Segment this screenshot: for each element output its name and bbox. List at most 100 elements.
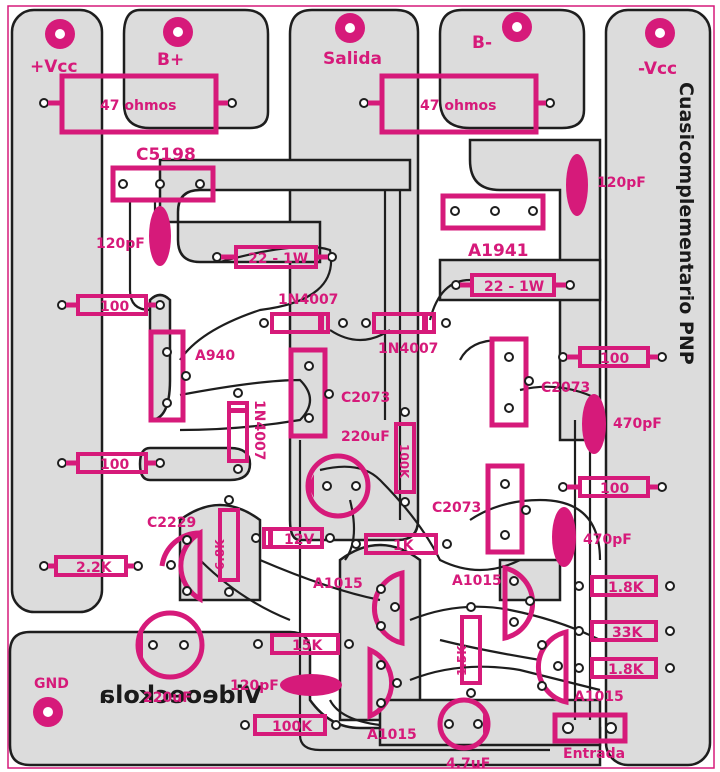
label-120pf-left: 120pF bbox=[96, 236, 145, 252]
terminal-gnd[interactable] bbox=[33, 697, 63, 727]
copper-vcc-rail bbox=[10, 8, 104, 614]
capacitor-120pf-right[interactable]: 120pF bbox=[566, 154, 646, 216]
label-entrada: Entrada bbox=[563, 746, 625, 762]
transistor-a940[interactable]: A940 bbox=[148, 329, 235, 423]
resistor-22-1w-right[interactable]: 22 - 1W bbox=[451, 273, 575, 297]
resistor-33k[interactable]: 33K bbox=[574, 620, 675, 642]
label-100k-vertical: 100K bbox=[397, 444, 411, 479]
label-100-bottom-left: 100 bbox=[100, 457, 129, 473]
label-a940: A940 bbox=[195, 348, 235, 364]
resistor-15k[interactable]: 15K bbox=[253, 633, 354, 655]
resistor-1-5k[interactable]: 1.5K bbox=[455, 602, 482, 698]
label-470pf-b: 470pF bbox=[583, 532, 632, 548]
transistor-c2073-c[interactable]: C2073 bbox=[432, 463, 531, 555]
label-33k: 33K bbox=[612, 625, 643, 641]
label-r47-right: 47 ohmos bbox=[420, 98, 496, 114]
diode-1n4007-b[interactable]: 1N4007 bbox=[361, 312, 451, 357]
label-c2229: C2229 bbox=[147, 515, 196, 531]
label-c5198: C5198 bbox=[136, 145, 196, 165]
board-title-mirrored: Cuasicomplementario PNP bbox=[675, 82, 697, 365]
label-100k-bottom: 100K bbox=[272, 719, 313, 735]
transistor-a1941[interactable]: A1941 bbox=[440, 193, 546, 261]
label-c2073-c: C2073 bbox=[432, 500, 481, 516]
label-1n4007-c: 1N4007 bbox=[251, 400, 267, 460]
terminal-salida[interactable] bbox=[335, 13, 365, 43]
label-100-top-left: 100 bbox=[100, 299, 129, 315]
transistor-c2229[interactable]: C2229 bbox=[147, 515, 203, 604]
label-a1015-d: A1015 bbox=[574, 689, 624, 705]
resistor-100k-vertical[interactable]: 100K bbox=[394, 407, 416, 507]
resistor-100-bottom-right[interactable]: 100 bbox=[558, 476, 667, 498]
label-gnd: GND bbox=[34, 676, 69, 692]
brand-mirrored: Videoeckola bbox=[99, 681, 262, 709]
transistor-c2073-a[interactable]: C2073 bbox=[288, 347, 390, 439]
label-c2073-a: C2073 bbox=[341, 390, 390, 406]
label-1-5k: 1.5K bbox=[455, 645, 469, 676]
label-vcc-pos: +Vcc bbox=[30, 57, 78, 77]
copper-a1941-area bbox=[468, 138, 602, 442]
label-1-8k-b: 1.8K bbox=[608, 662, 645, 678]
capacitor-470pf-a[interactable]: 470pF bbox=[582, 394, 662, 454]
label-1n4007-b: 1N4007 bbox=[378, 341, 438, 357]
terminal-vcc-pos[interactable] bbox=[45, 19, 75, 49]
transistor-a1015-b[interactable]: A1015 bbox=[452, 564, 536, 642]
transistor-a1015-c[interactable]: A1015 bbox=[367, 646, 417, 743]
resistor-1k[interactable]: 1K bbox=[351, 533, 452, 555]
resistor-100-top-right[interactable]: 100 bbox=[558, 346, 667, 368]
resistor-1-8k-a[interactable]: 1.8K bbox=[574, 575, 675, 597]
resistor-100-top-left[interactable]: 100 bbox=[57, 294, 165, 316]
diode-1n4007-c[interactable]: 1N4007 bbox=[227, 388, 267, 474]
transistor-c2073-b[interactable]: C2073 bbox=[489, 336, 590, 428]
label-a1941: A1941 bbox=[468, 241, 528, 261]
label-2-2k: 2.2K bbox=[76, 560, 113, 576]
label-b-neg: B- bbox=[472, 33, 492, 53]
connector-entrada[interactable]: Entrada bbox=[552, 712, 628, 762]
label-salida: Salida bbox=[323, 49, 382, 69]
terminal-b-pos[interactable] bbox=[163, 17, 193, 47]
resistor-2-2k[interactable]: 2.2K bbox=[39, 555, 143, 577]
label-220uf-top: 220uF bbox=[341, 429, 390, 445]
zener-12v[interactable]: 12V bbox=[251, 527, 335, 549]
label-120pf-right: 120pF bbox=[597, 175, 646, 191]
capacitor-220uf-top[interactable]: 220uF bbox=[305, 429, 390, 519]
resistor-100k-bottom[interactable]: 100K bbox=[240, 714, 341, 736]
capacitor-120pf-bottom[interactable]: 120pF bbox=[230, 674, 342, 696]
label-vcc-neg: -Vcc bbox=[638, 59, 677, 79]
label-15k: 15K bbox=[292, 638, 323, 654]
label-r47-left: 47 ohmos bbox=[100, 98, 176, 114]
label-220uf-bottom: 220uF bbox=[143, 690, 192, 706]
resistor-1-8k-b[interactable]: 1.8K bbox=[574, 657, 675, 679]
label-1n4007-a: 1N4007 bbox=[278, 292, 338, 308]
resistor-22-1w-left[interactable]: 22 - 1W bbox=[212, 245, 337, 269]
capacitor-4-7uf[interactable]: 4.7uF bbox=[437, 697, 491, 772]
label-6-8k: 6.8K bbox=[213, 539, 227, 570]
resistor-100-bottom-left[interactable]: 100 bbox=[57, 452, 165, 474]
label-22-1w-left: 22 - 1W bbox=[248, 251, 308, 267]
capacitor-120pf-left[interactable]: 120pF bbox=[96, 206, 171, 266]
copper-c5198-area bbox=[158, 158, 412, 264]
terminal-vcc-neg[interactable] bbox=[645, 18, 675, 48]
resistor-6-8k[interactable]: 6.8K bbox=[213, 495, 240, 597]
resistor-47-left[interactable]: 47 ohmos bbox=[39, 73, 237, 135]
label-1k: 1K bbox=[393, 538, 415, 554]
label-a1015-c: A1015 bbox=[367, 727, 417, 743]
label-100-bottom-right: 100 bbox=[600, 481, 629, 497]
terminal-b-neg[interactable] bbox=[502, 12, 532, 42]
diode-1n4007-a[interactable]: 1N4007 bbox=[259, 292, 348, 334]
transistor-c5198[interactable]: C5198 bbox=[110, 145, 216, 203]
label-a1015-a: A1015 bbox=[313, 576, 363, 592]
capacitor-220uf-bottom[interactable]: 220uF bbox=[135, 610, 205, 706]
transistor-a1015-d[interactable]: A1015 bbox=[535, 628, 624, 706]
transistor-a1015-a[interactable]: A1015 bbox=[313, 569, 405, 647]
label-c2073-b: C2073 bbox=[541, 380, 590, 396]
resistor-47-right[interactable]: 47 ohmos bbox=[359, 73, 555, 135]
label-120pf-bottom: 120pF bbox=[230, 678, 279, 694]
label-470pf-a: 470pF bbox=[613, 416, 662, 432]
label-12v: 12V bbox=[284, 532, 314, 548]
capacitor-470pf-b[interactable]: 470pF bbox=[552, 507, 632, 567]
copper-a1015-left bbox=[338, 543, 422, 722]
copper-r22-right bbox=[438, 258, 602, 302]
label-a1015-b: A1015 bbox=[452, 573, 502, 589]
label-100-top-right: 100 bbox=[600, 351, 629, 367]
